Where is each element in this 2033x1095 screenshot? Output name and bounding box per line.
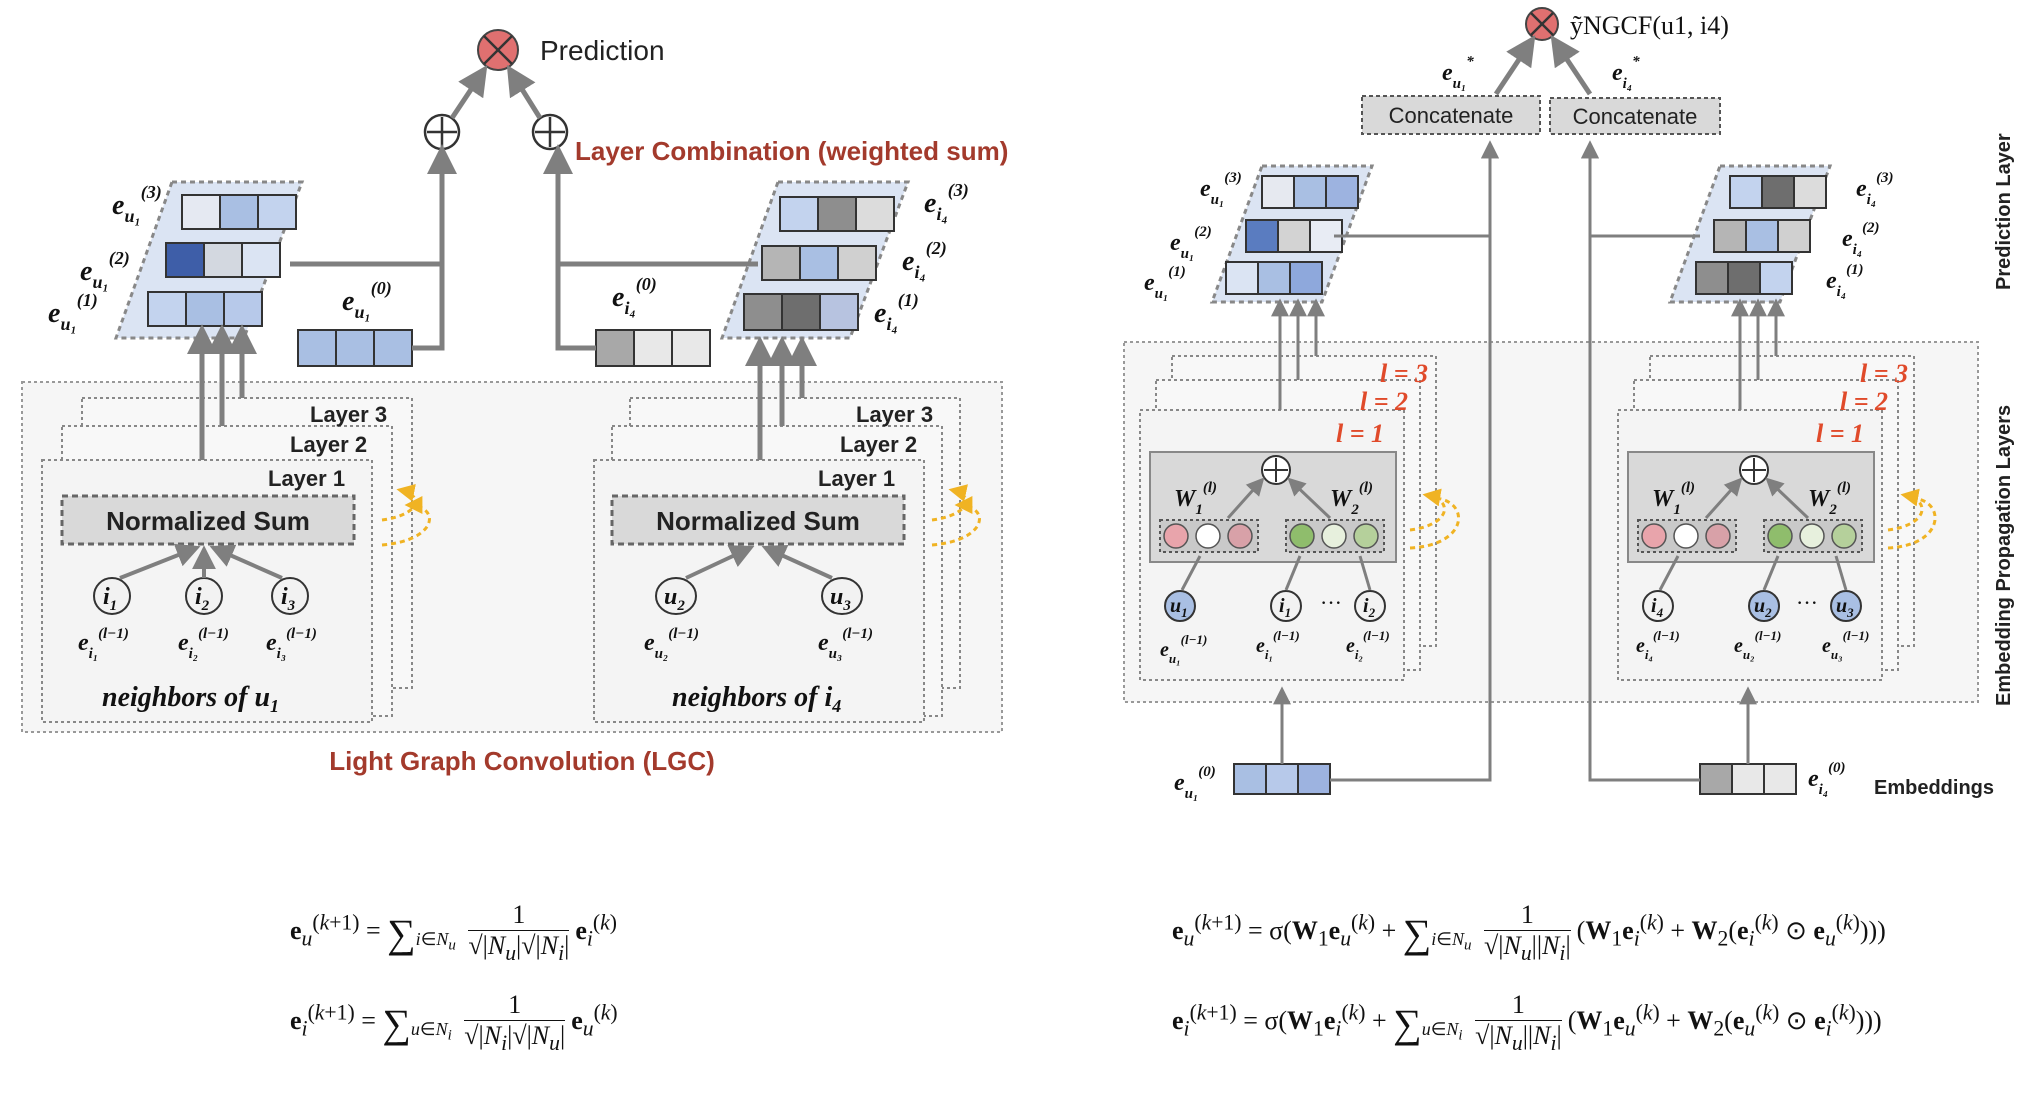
ngcf-user-embedding-0 <box>1233 763 1331 795</box>
item-embedding-0 <box>595 329 711 367</box>
user-embedding-0 <box>297 329 413 367</box>
embedding-propagation-label: Embedding Propagation Layers <box>1993 405 2015 706</box>
item-layer-3-label: Layer 3 <box>856 402 933 427</box>
user-layer-2-label: Layer 2 <box>290 432 367 457</box>
ngcf-node-u3 <box>1830 590 1862 622</box>
embeddings-label: Embeddings <box>1874 777 1994 799</box>
prediction-layer-label: Prediction Layer <box>1993 133 2015 290</box>
ngcf-node-i1 <box>1270 590 1302 622</box>
ngcf-user-embedding-stack <box>1209 164 1375 304</box>
e-i4-3-label: ei₄(3) <box>924 180 969 224</box>
ngcf-e-u1-1: eu₁(1) <box>1144 264 1186 302</box>
svg-text:···: ··· <box>1796 590 1818 615</box>
e-u1-1-label: eu₁(1) <box>48 290 98 334</box>
concatenate-item-box <box>1549 97 1721 135</box>
item-tag-l3: l = 3 <box>1860 359 1908 388</box>
ngcf-user-sum-node <box>1261 455 1291 485</box>
user-layer-1-label: Layer 1 <box>268 466 345 491</box>
ngcf-e-i4-3: ei₄(3) <box>1856 170 1894 208</box>
user-normalized-sum-box <box>60 494 356 546</box>
e-u1-2-label: eu₁(2) <box>80 248 130 292</box>
ngcf-e-i4-2: ei₄(2) <box>1842 220 1880 258</box>
item-neighbor-nodes <box>655 577 863 615</box>
arrow-item-to-prediction <box>506 64 543 120</box>
ngcf-prediction-label: ỹNGCF(u1, i4) <box>1570 11 1729 40</box>
ngcf-prediction-node <box>1525 7 1559 41</box>
lightgcn-panel: Prediction Layer Combination (weighted s… <box>21 29 1008 776</box>
sum-node-item <box>531 113 569 151</box>
layer-combination-label: Layer Combination (weighted sum) <box>575 136 1008 166</box>
ngcf-item-sum-node <box>1739 455 1769 485</box>
e-u1-3-label: eu₁(3) <box>112 182 162 226</box>
user-embedding-stack <box>113 180 305 340</box>
user-tag-l2: l = 2 <box>1360 387 1408 416</box>
prediction-label: Prediction <box>540 35 665 66</box>
lightgcn-equation-item: ei(k+1) = ∑u∈Ni 1√|Ni|√|Nu|eu(k) <box>290 990 618 1056</box>
e-i4-2-label: ei₄(2) <box>902 238 947 282</box>
user-layer-3-label: Layer 3 <box>310 402 387 427</box>
item-normalized-sum-label: Normalized Sum <box>656 506 860 536</box>
ngcf-e-i4-0: ei₄(0) <box>1808 760 1846 798</box>
item-layer-1-label: Layer 1 <box>818 466 895 491</box>
user-tag-l3: l = 3 <box>1380 359 1428 388</box>
svg-text:···: ··· <box>1320 590 1342 615</box>
ngcf-node-i2 <box>1354 590 1386 622</box>
e-i4-1-label: ei₄(1) <box>874 290 919 334</box>
ngcf-e-u1-3: eu₁(3) <box>1200 170 1242 208</box>
prediction-node <box>477 29 519 71</box>
user-normalized-sum-label: Normalized Sum <box>106 506 310 536</box>
ngcf-item-embedding-stack <box>1667 164 1833 304</box>
concatenate-item-label: Concatenate <box>1573 104 1698 129</box>
lgc-label: Light Graph Convolution (LGC) <box>329 746 715 776</box>
user-neighbors-caption: neighbors of u1 <box>102 682 279 716</box>
ngcf-node-u1 <box>1164 590 1196 622</box>
item-layer-2-label: Layer 2 <box>840 432 917 457</box>
item-tag-l1: l = 1 <box>1816 419 1864 448</box>
ngcf-node-i4 <box>1642 590 1674 622</box>
e-u1-0-label: eu₁(0) <box>342 278 392 322</box>
ngcf-item-embedding-0 <box>1699 763 1797 795</box>
ngcf-e-u1-0: eu₁(0) <box>1174 764 1216 802</box>
ngcf-equation-user: eu(k+1) = σ(W1eu(k) + ∑i∈Nu 1√|Nu||Ni|(W… <box>1172 900 1886 966</box>
arrow-user-to-prediction <box>449 65 488 120</box>
ngcf-node-u2 <box>1748 590 1780 622</box>
e-i4-star: ei₄* <box>1612 54 1640 92</box>
item-embedding-stack <box>719 180 911 340</box>
concatenate-user-label: Concatenate <box>1389 103 1514 128</box>
ngcf-panel: ỹNGCF(u1, i4) eu₁* ei₄* Concatenate Conc… <box>1123 7 2015 802</box>
sum-node-user <box>423 113 461 151</box>
ngcf-e-u1-2: eu₁(2) <box>1170 224 1212 262</box>
concatenate-user-box <box>1361 95 1541 135</box>
user-neighbor-nodes <box>93 577 309 615</box>
e-i4-0-label: ei₄(0) <box>612 274 657 318</box>
ngcf-equation-item: ei(k+1) = σ(W1ei(k) + ∑u∈Ni 1√|Nu||Ni|(W… <box>1172 990 1882 1056</box>
item-neighbors-caption: neighbors of i4 <box>672 682 841 716</box>
lightgcn-equation-user: eu(k+1) = ∑i∈Nu 1√|Nu|√|Ni|ei(k) <box>290 900 617 966</box>
e-u1-star: eu₁* <box>1442 54 1474 92</box>
item-tag-l2: l = 2 <box>1840 387 1888 416</box>
ngcf-e-i4-1: ei₄(1) <box>1826 262 1864 300</box>
item-normalized-sum-box <box>610 494 906 546</box>
user-tag-l1: l = 1 <box>1336 419 1384 448</box>
